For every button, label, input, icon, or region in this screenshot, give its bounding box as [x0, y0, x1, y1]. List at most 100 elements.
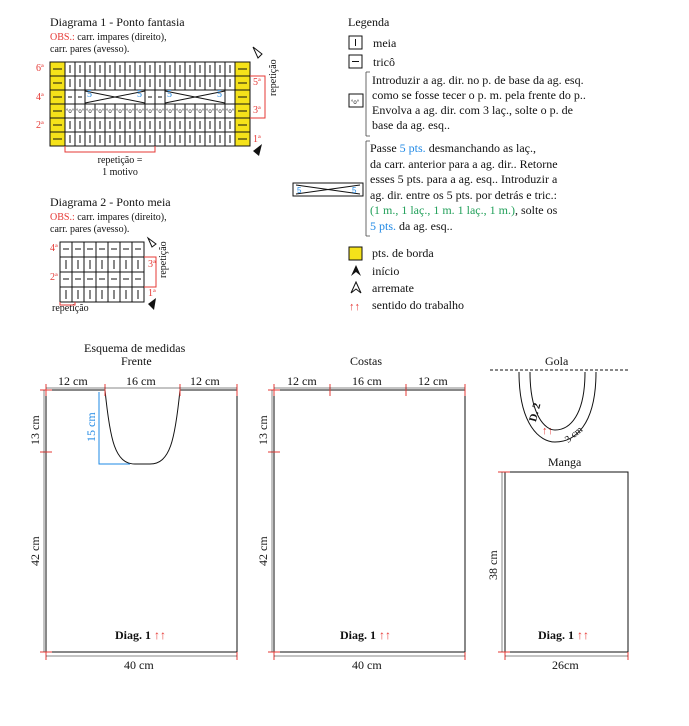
costas-diag-label: Diag. 1 — [340, 628, 376, 642]
d1-cable-label-4: 5 — [217, 89, 222, 100]
legend-sentido: sentido do trabalho — [372, 298, 464, 312]
diagram1-title: Diagrama 1 - Ponto fantasia — [50, 15, 185, 29]
d1-row-5: 5ª — [253, 77, 261, 88]
cable-l6a: 5 pts. — [370, 218, 397, 233]
frente-shape — [40, 384, 238, 660]
d1-cable-label-1: 5 — [87, 89, 92, 100]
diagram1-bobble-row — [64, 103, 236, 119]
bobble-stitch-mark: °o° — [146, 109, 155, 115]
d1-start-marker-icon — [253, 144, 262, 156]
legend-title: Legenda — [348, 15, 390, 29]
frente-top-right: 12 cm — [190, 374, 220, 388]
d2-row-4: 4ª — [50, 243, 58, 254]
cable-l1c: desmanchando as laç., — [425, 141, 536, 155]
d1-end-marker-icon — [252, 46, 263, 59]
bobble-stitch-mark: °o° — [176, 109, 185, 115]
bobble-stitch-mark: °o° — [66, 109, 75, 115]
cable-l5b: , solte os — [514, 203, 558, 217]
cable-l5a: (1 m., 1 laç., 1 m. 1 laç., 1 m.) — [370, 203, 515, 217]
costas-diag: Diag. 1 ↑↑ — [340, 628, 391, 643]
cable-l1a: Passe — [370, 141, 400, 155]
legend-bobble-line-4: base da ag. esq.. — [372, 118, 450, 132]
bobble-symbol-icon — [348, 93, 364, 108]
diagram1-obs-line1: carr. impares (direito), — [74, 32, 167, 43]
legend-inicio: início — [372, 264, 400, 278]
d1-repeat-bottom: repetição = 1 motivo — [90, 155, 150, 179]
d2-row-3: 3ª — [148, 259, 156, 270]
cable-symbol-icon — [292, 182, 364, 197]
bobble-stitch-mark: °o° — [196, 109, 205, 115]
d2-row-1: 1ª — [148, 288, 156, 299]
legend-bobble-line-2: como se fosse tecer o p. m. pela frente … — [372, 88, 586, 102]
d2-start-marker-icon — [148, 298, 156, 310]
d1-cable-label-3: 5 — [167, 89, 172, 100]
d2-repeat-bottom: repetição — [52, 303, 89, 314]
inicio-icon — [351, 265, 361, 276]
costas-top-left: 12 cm — [287, 374, 317, 388]
manga-arrows-icon: ↑↑ — [577, 628, 589, 642]
costas-top-mid: 16 cm — [352, 374, 382, 388]
d1-repeat-bottom-2: 1 motivo — [102, 167, 138, 178]
manga-bottom: 26cm — [552, 658, 579, 672]
d2-row-2: 2ª — [50, 272, 58, 283]
bobble-stitch-mark: °o° — [156, 109, 165, 115]
bobble-stitch-mark: °o° — [96, 109, 105, 115]
legend-bobble-text: Introduzir a ag. dir. no p. de base da a… — [372, 73, 586, 133]
d2-end-marker-icon — [146, 236, 157, 248]
cable-l3: esses 5 pts. para a ag. esq.. Introduzir… — [370, 172, 558, 186]
bobble-stitch-mark: °o° — [166, 109, 175, 115]
costas-title: Costas — [350, 354, 383, 368]
bobble-stitch-mark: °o° — [206, 109, 215, 115]
bobble-stitch-mark: °o° — [126, 109, 135, 115]
manga-diag: Diag. 1 ↑↑ — [538, 628, 589, 643]
frente-bottom: 40 cm — [124, 658, 154, 672]
diagram1-obs-line2: carr. pares (avesso). — [50, 44, 130, 55]
diagram1-obs: OBS.: carr. impares (direito), carr. par… — [50, 32, 167, 56]
legend-trico: tricô — [373, 55, 395, 69]
frente-top-left: 12 cm — [58, 374, 88, 388]
diagram1-obs-label: OBS.: — [50, 32, 75, 43]
diagram1-bobbles: °o°°o°°o°°o°°o°°o°°o°°o°°o°°o°°o°°o°°o°°… — [66, 109, 235, 115]
diagram1-chart — [49, 61, 266, 153]
border-stitch-symbol-icon — [348, 246, 363, 261]
d1-cable-label-2: 5 — [137, 89, 142, 100]
diagram2-obs-label: OBS.: — [50, 212, 75, 223]
frente-diag: Diag. 1 ↑↑ — [115, 628, 166, 643]
d1-row-4: 4ª — [36, 92, 44, 103]
legend-symbols — [292, 35, 370, 261]
cable-l2: da carr. anterior para a ag. dir.. Retor… — [370, 156, 558, 171]
manga-shape — [498, 471, 629, 660]
legend-arremate: arremate — [372, 281, 414, 295]
costas-shape — [268, 384, 466, 660]
legend-borda: pts. de borda — [372, 246, 434, 260]
bobble-stitch-mark: °o° — [76, 109, 85, 115]
d1-row-2: 2ª — [36, 120, 44, 131]
arremate-icon — [350, 280, 362, 294]
trico-symbol-icon — [348, 54, 363, 69]
legend-meia: meia — [373, 36, 397, 50]
legend-bobble-line-1: Introduzir a ag. dir. no p. de base da a… — [372, 73, 584, 87]
gola-shape — [490, 369, 628, 443]
gola-title: Gola — [545, 354, 569, 368]
costas-bottom: 40 cm — [352, 658, 382, 672]
svg-text:5: 5 — [352, 186, 357, 195]
diagram2-chart — [59, 241, 157, 306]
diagram2-obs: OBS.: carr. impares (direito), carr. par… — [50, 212, 167, 236]
frente-top-mid: 16 cm — [126, 374, 156, 388]
bobble-stitch-mark: °o° — [116, 109, 125, 115]
bobble-stitch-mark: °o° — [226, 109, 235, 115]
costas-arrows-icon: ↑↑ — [379, 628, 391, 642]
diagram2-obs-line1: carr. impares (direito), — [74, 212, 167, 223]
diagram2-obs-line2: carr. pares (avesso). — [50, 224, 130, 235]
diagram2-title: Diagrama 2 - Ponto meia — [50, 195, 171, 209]
frente-arrows-icon: ↑↑ — [154, 628, 166, 642]
schema-title: Esquema de medidas — [84, 341, 186, 355]
d1-row-1: 1ª — [253, 134, 261, 145]
legend-bobble-line-3: Envolva a ag. dir. com 3 laç., solte o p… — [372, 103, 573, 117]
meia-symbol-icon — [348, 35, 363, 50]
d1-row-6: 6ª — [36, 63, 44, 74]
bobble-stitch-mark: °o° — [136, 109, 145, 115]
bobble-stitch-mark: °o° — [106, 109, 115, 115]
bobble-glyph-icon: °o° — [351, 100, 360, 106]
